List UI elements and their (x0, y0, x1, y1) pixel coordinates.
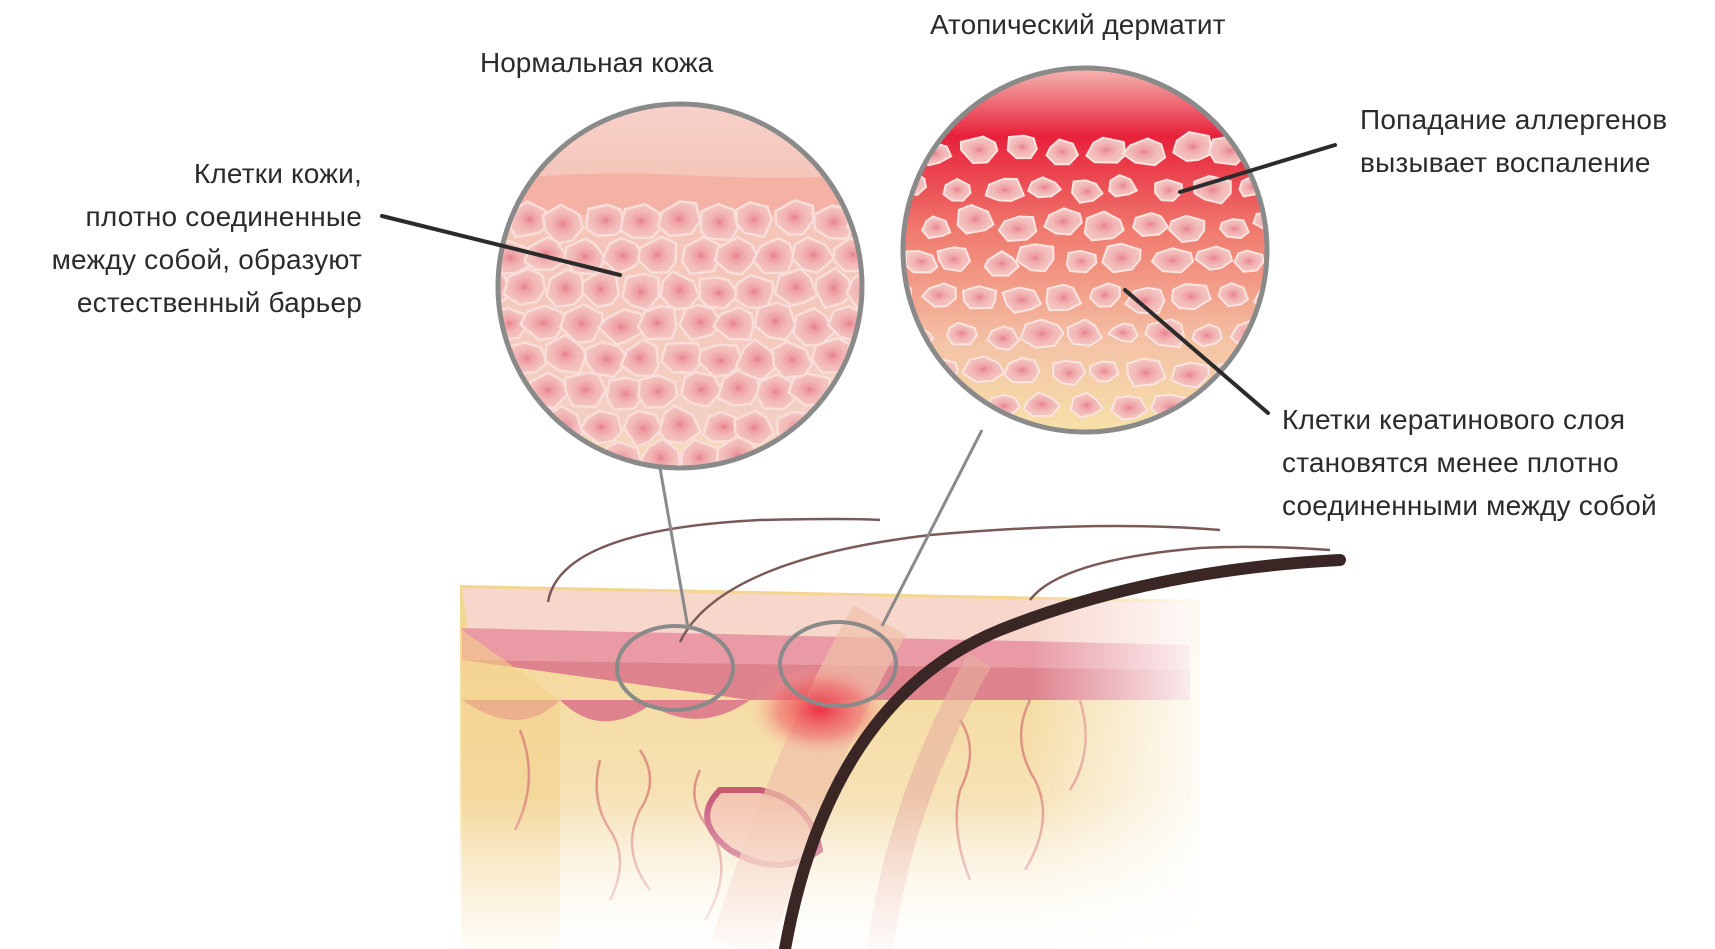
atopic-skin-cell (1255, 141, 1286, 162)
atopic-dermatitis-title: Атопический дерматит (930, 8, 1225, 42)
skin-cross-section (460, 519, 1340, 949)
annotation-allergens-line-1: Попадание аллергенов (1360, 98, 1667, 141)
atopic-skin-cell (1190, 396, 1223, 421)
atopic-skin-cell (875, 210, 905, 234)
normal-skin-cell (565, 373, 606, 407)
atopic-skin-cell (1282, 174, 1308, 193)
annotation-allergens-line-2: вызывает воспаление (1360, 141, 1667, 184)
normal-skin-cell (509, 407, 549, 445)
normal-skin-cell (638, 306, 676, 339)
normal-skin-cell (777, 412, 818, 445)
atopic-skin-magnifier (875, 60, 1316, 440)
normal-skin-cell (701, 204, 738, 240)
atopic-skin-cell (884, 361, 912, 383)
atopic-skin-cell (1220, 219, 1249, 238)
annotation-allergens: Попадание аллергенов вызывает воспаление (1360, 98, 1667, 184)
annotation-barrier-line-1: Клетки кожи, (6, 152, 362, 195)
normal-skin-cell (871, 442, 909, 478)
normal-skin-cell (661, 343, 703, 373)
normal-skin-cell (791, 442, 829, 475)
atopic-skin-cell (1256, 363, 1294, 387)
normal-skin-cell (527, 443, 569, 477)
normal-skin-cell (834, 440, 876, 477)
annotation-keratin-line-1: Клетки кератинового слоя (1282, 398, 1657, 441)
normal-skin-title: Нормальная кожа (480, 46, 713, 80)
normal-skin-cell (639, 375, 678, 407)
annotation-keratin: Клетки кератинового слоя становятся мене… (1282, 398, 1657, 527)
normal-skin-cell (847, 272, 892, 308)
annotation-barrier-line-4: естественный барьер (6, 281, 362, 324)
atopic-skin-cell (963, 286, 996, 308)
normal-skin-cell (851, 335, 896, 372)
normal-skin-magnifier (470, 100, 913, 480)
normal-skin-cell (870, 370, 910, 407)
normal-skin-cell (846, 407, 888, 443)
annotation-barrier: Клетки кожи, плотно соединенные между со… (6, 152, 362, 324)
atopic-skin-cell (1008, 136, 1037, 159)
annotation-keratin-line-2: становятся менее плотно (1282, 441, 1657, 484)
normal-skin-cell (735, 275, 773, 308)
annotation-barrier-line-2: плотно соединенные (6, 195, 362, 238)
normal-skin-cell (491, 443, 529, 477)
normal-skin-cell (871, 307, 913, 341)
atopic-skin-cell (1283, 322, 1310, 342)
atopic-skin-cell (1277, 251, 1317, 277)
annotation-keratin-line-3: соединенными между собой (1282, 484, 1657, 527)
annotation-barrier-line-3: между собой, образуют (6, 238, 362, 281)
atopic-skin-cell (1090, 361, 1118, 381)
atopic-skin-cell (899, 394, 929, 418)
normal-skin-cell (817, 410, 852, 445)
atopic-skin-cell (883, 140, 914, 160)
normal-skin-cell (474, 405, 510, 442)
